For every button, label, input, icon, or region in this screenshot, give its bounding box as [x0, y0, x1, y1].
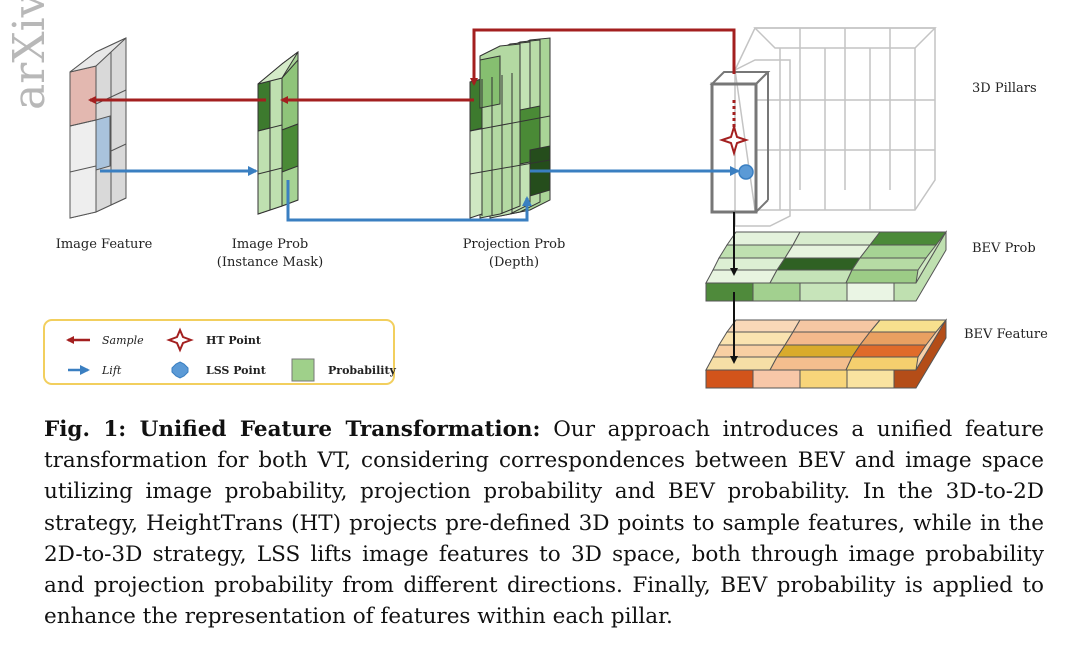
ht-point-legend-icon: [166, 327, 194, 353]
arxiv-watermark: arXiv: [4, 0, 55, 110]
lift-arrows: [100, 166, 740, 222]
legend: Sample Lift HT Point LSS Point Probabili…: [43, 319, 397, 385]
figure-caption: Fig. 1: Unified Feature Transformation: …: [44, 414, 1044, 632]
image-feature-grid: [69, 37, 127, 219]
pillars-3d: [734, 27, 937, 227]
caption-label: Fig. 1: Unified Feature Transformation:: [44, 417, 541, 442]
projection-prob-grid: [469, 37, 551, 219]
image-prob-grid: [257, 51, 299, 215]
probability-swatch: [291, 358, 315, 382]
legend-sample-label: Sample: [102, 334, 144, 347]
projection-prob-label: Projection Prob: [463, 237, 566, 252]
caption-text: Our approach introduces a unified featur…: [44, 417, 1044, 630]
figure-diagram: arXiv: [4, 0, 1048, 389]
image-feature-label: Image Feature: [56, 237, 153, 252]
bev-prob-slab: [705, 230, 948, 302]
lss-point-marker: [738, 164, 754, 180]
bev-prob-label: BEV Prob: [972, 241, 1036, 256]
image-prob-sublabel: (Instance Mask): [217, 255, 323, 270]
legend-probability-label: Probability: [328, 364, 397, 377]
sample-arrows: [88, 28, 736, 130]
legend-lift-label: Lift: [101, 364, 122, 377]
image-prob-label: Image Prob: [232, 237, 308, 252]
bev-feature-slab: [705, 318, 948, 389]
bev-feature-label: BEV Feature: [964, 327, 1048, 342]
pillars-label: 3D Pillars: [972, 81, 1037, 96]
lss-point-legend-icon: [171, 361, 189, 379]
ht-point-marker: [718, 123, 750, 157]
legend-ht-point-label: HT Point: [206, 334, 262, 347]
projection-prob-sublabel: (Depth): [489, 255, 539, 270]
legend-lss-point-label: LSS Point: [206, 364, 267, 377]
